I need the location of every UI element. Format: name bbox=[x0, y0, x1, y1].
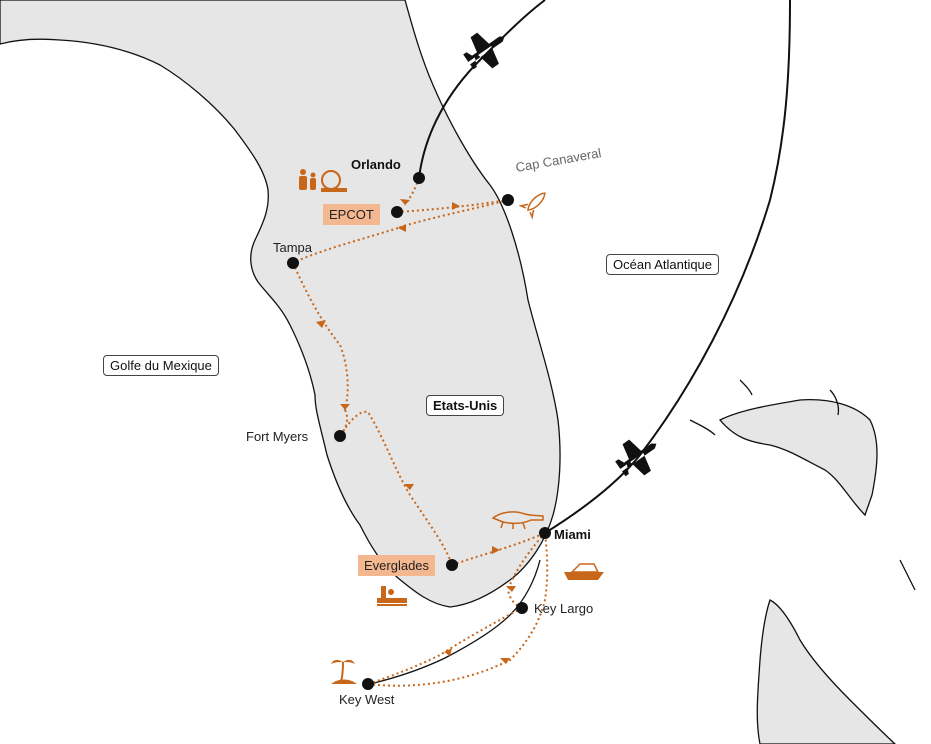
flight-path-1 bbox=[418, 0, 546, 179]
bahamas-land-small bbox=[689, 379, 916, 591]
city-label-key-west: Key West bbox=[339, 692, 395, 707]
city-dots bbox=[287, 172, 551, 690]
city-label-everglades: Everglades bbox=[358, 555, 436, 576]
airplane-icon bbox=[615, 439, 657, 477]
region-label-ocean: Océan Atlantique bbox=[606, 254, 720, 275]
florida-land bbox=[0, 0, 561, 608]
crocodile-icon bbox=[491, 511, 544, 530]
airboat-icon bbox=[377, 586, 407, 606]
city-label-tampa: Tampa bbox=[273, 240, 313, 255]
cuba-land bbox=[756, 599, 896, 744]
flight-path-2 bbox=[544, 0, 791, 534]
airplane-icon bbox=[463, 32, 505, 70]
yacht-icon bbox=[564, 563, 604, 580]
florida-keys bbox=[369, 559, 541, 685]
route-arrows bbox=[316, 199, 516, 664]
city-label-orlando: Orlando bbox=[351, 157, 401, 172]
city-label-miami: Miami bbox=[554, 527, 591, 542]
city-label-fort-myers: Fort Myers bbox=[246, 429, 309, 444]
region-label-gulf: Golfe du Mexique bbox=[103, 355, 219, 376]
palm-beach-icon bbox=[331, 659, 357, 684]
rocket-icon bbox=[518, 192, 546, 220]
city-label-key-largo: Key Largo bbox=[534, 601, 594, 616]
region-label-usa: Etats-Unis bbox=[426, 395, 505, 416]
city-label-epcot: EPCOT bbox=[323, 204, 380, 225]
bahamas-land bbox=[718, 399, 878, 517]
family-theme-park-icon bbox=[299, 169, 347, 192]
